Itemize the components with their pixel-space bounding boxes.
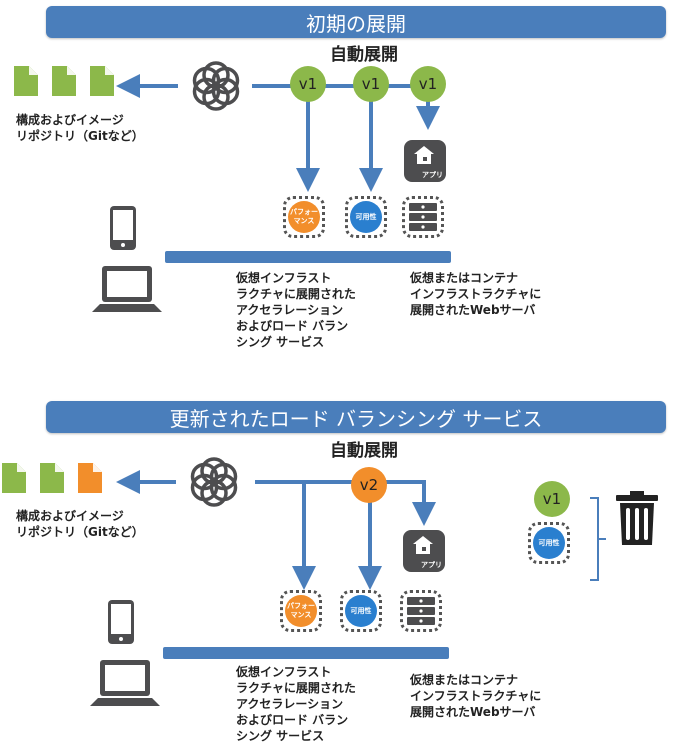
retire-bracket — [590, 497, 606, 581]
tablet-icon — [110, 206, 136, 250]
web-server-label: 仮想またはコンテナ インフラストラクチャに 展開されたWebサーバ — [410, 673, 542, 719]
file-icon-updated — [78, 463, 102, 493]
file-icon — [90, 66, 114, 96]
section-1-subtitle: 自動展開 — [330, 45, 398, 65]
trash-icon — [616, 491, 658, 545]
app-label: アプリ — [422, 171, 443, 179]
house-icon — [413, 536, 433, 554]
availability-service-box: 可用性 — [340, 590, 382, 632]
repo-label: 構成およびイメージ リポジトリ（Gitなど） — [16, 509, 144, 539]
version-badge: v1 — [410, 66, 446, 102]
server-icon — [409, 203, 437, 231]
file-icon — [14, 66, 38, 96]
server-icon — [407, 597, 435, 625]
retired-availability-box: 可用性 — [528, 522, 570, 564]
file-icon — [52, 66, 76, 96]
section-2-title: 更新されたロード バランシング サービス — [169, 406, 543, 431]
file-icon — [40, 463, 64, 493]
server-box — [400, 590, 442, 632]
section-1-title-banner: 初期の展開 — [46, 6, 666, 38]
app-label: アプリ — [421, 561, 442, 569]
availability-service: 可用性 — [345, 595, 377, 627]
version-badge: v1 — [353, 66, 389, 102]
performance-service: パフォー マンス — [285, 595, 317, 627]
version-badge: v1 — [290, 66, 326, 102]
retired-availability-service: 可用性 — [533, 527, 565, 559]
orchestrator-icon — [192, 61, 240, 111]
app-icon: アプリ — [404, 140, 446, 182]
performance-service-box: パフォー マンス — [283, 196, 325, 238]
app-icon: アプリ — [403, 530, 445, 572]
section-2-subtitle: 自動展開 — [330, 441, 398, 461]
section-2-title-banner: 更新されたロード バランシング サービス — [46, 401, 666, 433]
orchestrator-icon — [190, 457, 238, 507]
repo-label: 構成およびイメージ リポジトリ（Gitなど） — [16, 113, 144, 143]
infrastructure-bar — [163, 647, 449, 659]
web-server-label: 仮想またはコンテナ インフラストラクチャに 展開されたWebサーバ — [410, 271, 542, 317]
version-badge-v2: v2 — [351, 467, 387, 503]
availability-service-box: 可用性 — [345, 196, 387, 238]
file-icon — [2, 463, 26, 493]
house-icon — [414, 146, 434, 164]
tablet-icon — [108, 600, 134, 644]
infra-label: 仮想インフラスト ラクチャに展開された アクセラレーション およびロード バラン… — [236, 665, 356, 743]
performance-service-box: パフォー マンス — [280, 590, 322, 632]
laptop-icon — [92, 266, 162, 312]
infra-label: 仮想インフラスト ラクチャに展開された アクセラレーション およびロード バラン… — [236, 271, 356, 349]
connector-lines — [116, 74, 440, 192]
server-box — [402, 196, 444, 238]
section-1-title: 初期の展開 — [306, 11, 406, 36]
laptop-icon — [90, 660, 160, 706]
availability-service: 可用性 — [350, 201, 382, 233]
retired-version-badge: v1 — [534, 481, 570, 517]
infrastructure-bar — [165, 251, 451, 263]
performance-service: パフォー マンス — [288, 201, 320, 233]
